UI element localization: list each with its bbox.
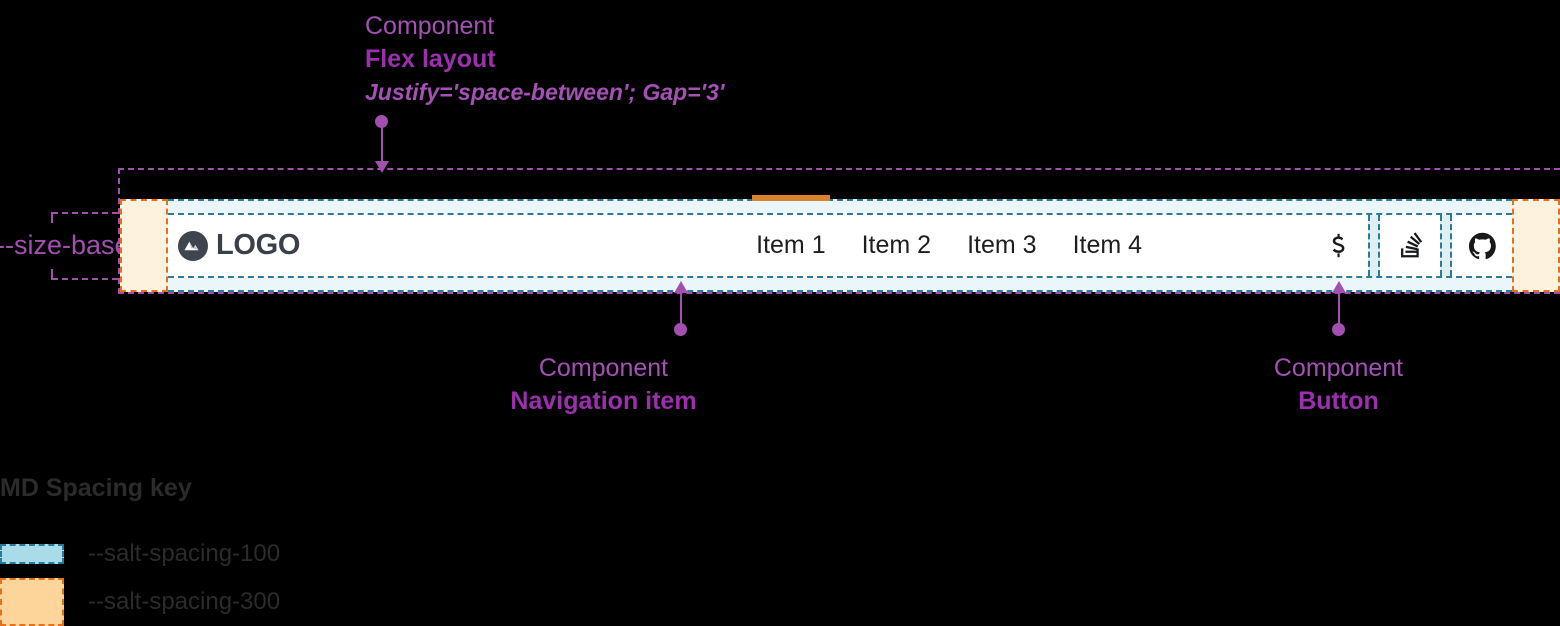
annotation-navigation-item-kind: Component <box>538 354 669 382</box>
salt-button[interactable] <box>1308 215 1368 276</box>
spacing-100-gap-2 <box>1440 215 1452 276</box>
leader-dot <box>1332 323 1345 336</box>
leader-stem <box>380 121 383 165</box>
nav-item-label: Item 4 <box>1072 231 1143 259</box>
bracket-cap-top <box>51 212 53 223</box>
leader-arrow <box>1331 281 1346 293</box>
spacing-100-swatch <box>0 544 64 564</box>
nav-item-2[interactable]: Item 2 <box>844 231 949 260</box>
nav-item-label: Item 3 <box>967 231 1037 259</box>
nav-item-label: Item 1 <box>756 231 826 259</box>
annotation-navigation-item: Component Navigation item <box>431 352 776 419</box>
flex-layout-container-outline <box>118 168 1560 294</box>
spacing-key-row-300: --salt-spacing-300 <box>0 578 280 626</box>
salt-s-icon <box>1325 232 1352 259</box>
leader-line-flex-layout <box>374 115 389 173</box>
annotation-flex-layout-name: Flex layout <box>365 45 496 74</box>
logo[interactable]: LOGO <box>168 229 300 262</box>
navigation-bar-content: LOGO Item 1 Item 2 Item 3 <box>168 195 1512 278</box>
nav-item-4[interactable]: Item 4 <box>1055 231 1160 260</box>
navigation-actions <box>1308 215 1512 276</box>
nav-item-label: Item 2 <box>861 231 932 259</box>
spacing-key-row-100: --salt-spacing-100 <box>0 540 280 568</box>
annotation-flex-layout: Component Flex layout Justify='space-bet… <box>365 10 724 107</box>
leader-stem <box>1337 289 1340 330</box>
spacing-300-swatch <box>0 578 64 626</box>
active-indicator <box>752 195 830 201</box>
leader-dot <box>674 323 687 336</box>
navigation-bar-inner: LOGO Item 1 Item 2 Item 3 <box>168 195 1512 292</box>
spacing-100-gap-1 <box>1368 215 1380 276</box>
leader-arrow <box>374 161 389 173</box>
leader-arrow <box>673 281 688 293</box>
mountain-logo-icon <box>178 230 208 261</box>
annotation-flex-layout-kind: Component <box>365 12 495 40</box>
bracket-line-top <box>52 212 148 214</box>
size-base-measure-bracket <box>51 212 148 280</box>
size-base-label: --size-base <box>0 230 130 260</box>
spacing-300-label: --salt-spacing-300 <box>88 588 281 615</box>
navigation-bar: LOGO Item 1 Item 2 Item 3 <box>120 195 1560 292</box>
annotation-navigation-item-name: Navigation item <box>510 387 697 416</box>
logo-text: LOGO <box>216 229 301 261</box>
annotation-button: Component Button <box>1166 352 1511 419</box>
annotation-button-name: Button <box>1298 387 1379 416</box>
nav-item-3[interactable]: Item 3 <box>949 231 1054 260</box>
github-button[interactable] <box>1452 215 1512 276</box>
stack-overflow-icon <box>1397 232 1424 259</box>
navigation-items: Item 1 Item 2 Item 3 Item 4 <box>738 195 1160 260</box>
leader-line-button <box>1331 281 1346 336</box>
spacing-100-label: --salt-spacing-100 <box>88 540 281 567</box>
annotation-button-kind: Component <box>1273 354 1404 382</box>
annotation-flex-layout-props: Justify='space-between'; Gap='3' <box>365 78 725 105</box>
spacing-key-title: MD Spacing key <box>0 474 192 502</box>
bracket-cap-bottom <box>51 269 53 280</box>
leader-line-navigation-item <box>673 281 688 336</box>
spacing-300-right <box>1512 199 1560 292</box>
github-icon <box>1468 232 1496 259</box>
nav-item-1[interactable]: Item 1 <box>738 195 843 260</box>
leader-stem <box>679 289 682 330</box>
bracket-line-bottom <box>52 278 148 280</box>
stack-overflow-button[interactable] <box>1380 215 1440 276</box>
spacing-300-left <box>120 199 168 292</box>
